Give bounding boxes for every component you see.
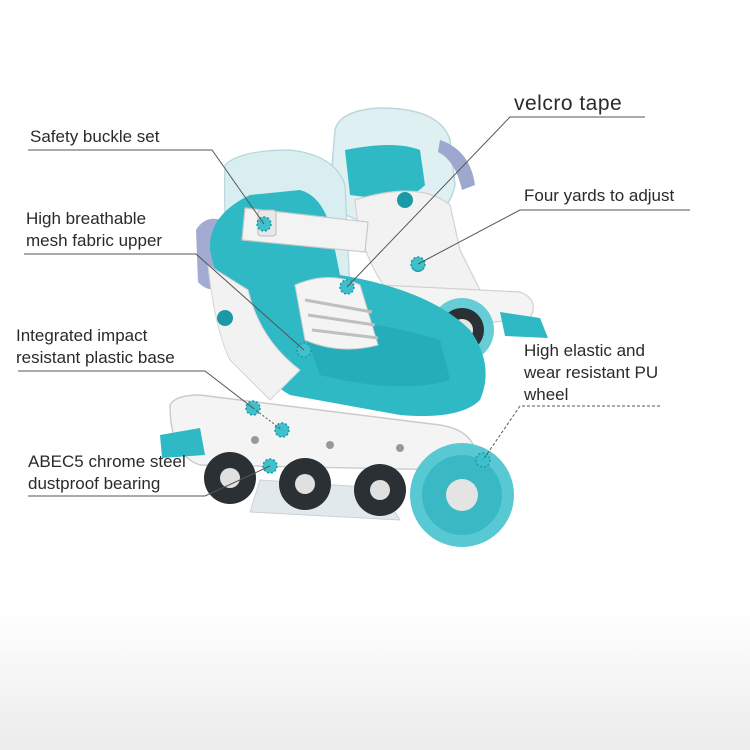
- callout-plastic-base-line1: Integrated impact: [16, 326, 148, 345]
- callout-mesh-upper-line2: mesh fabric upper: [26, 231, 163, 250]
- front-skate: [160, 149, 514, 547]
- callout-bearing-line2: dustproof bearing: [28, 474, 161, 493]
- floor-reflection: [0, 610, 750, 750]
- callout-four-yards: Four yards to adjust: [524, 186, 675, 205]
- callout-mesh-upper-line1: High breathable: [26, 209, 147, 228]
- callout-wheel-line3: wheel: [524, 385, 569, 404]
- callout-wheel-line2: wear resistant PU: [524, 363, 659, 382]
- leader-lines: [18, 116, 690, 497]
- callout-velcro-tape: velcro tape: [514, 92, 623, 115]
- callout-wheel-line1: High elastic and: [524, 341, 645, 360]
- callout-plastic-base-line2: resistant plastic base: [16, 348, 175, 367]
- callout-safety-buckle: Safety buckle set: [30, 127, 160, 146]
- callout-bearing-line1: ABEC5 chrome steel: [28, 452, 186, 471]
